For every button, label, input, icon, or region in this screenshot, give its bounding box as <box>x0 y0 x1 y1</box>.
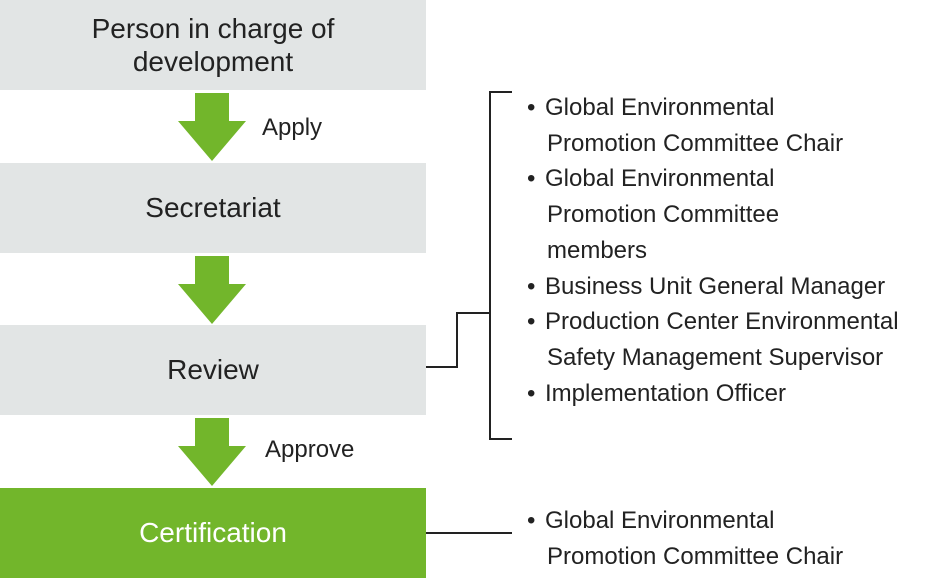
step-secretariat-label: Secretariat <box>145 192 281 224</box>
step-certification: Certification <box>0 488 426 578</box>
list-item: • Business Unit General Manager <box>527 269 899 305</box>
review-bracket-connector <box>426 312 490 368</box>
apply-label: Apply <box>262 114 323 141</box>
approve-label: Approve <box>265 436 355 463</box>
list-item: • Global Environmental Promotion Committ… <box>527 90 899 161</box>
down-arrow-icon <box>178 93 246 161</box>
list-item-line: Implementation Officer <box>545 379 786 407</box>
list-item-line: Business Unit General Manager <box>545 272 886 300</box>
step-review: Review <box>0 325 426 415</box>
list-item-line: Global Environmental <box>545 94 775 121</box>
bullet-marker: • <box>527 507 536 534</box>
step-person-in-charge: Person in charge of development <box>0 0 426 90</box>
list-item: • Global Environmental Promotion Committ… <box>527 161 899 268</box>
list-item-line: Promotion Committee Chair <box>547 542 844 570</box>
list-item-line: Promotion Committee <box>547 201 780 229</box>
review-bracket <box>489 91 512 440</box>
list-item-line: Safety Management Supervisor <box>547 343 884 371</box>
down-arrow-icon <box>178 256 246 324</box>
list-item: • Global Environmental Promotion Committ… <box>527 503 843 574</box>
bullet-marker: • <box>527 165 536 193</box>
bullet-marker: • <box>527 272 536 300</box>
list-item-line: Promotion Committee Chair <box>547 129 844 157</box>
list-item-line: Global Environmental <box>545 507 775 534</box>
review-members-list: • Global Environmental Promotion Committ… <box>527 90 899 411</box>
list-item: • Production Center Environmental Safety… <box>527 304 899 375</box>
step-certification-label: Certification <box>139 517 287 549</box>
step-person-in-charge-line-1: Person in charge of <box>91 12 335 44</box>
down-arrow-icon <box>178 418 246 486</box>
list-item-line: Production Center Environmental <box>545 308 899 336</box>
step-secretariat: Secretariat <box>0 163 426 253</box>
bullet-marker: • <box>527 379 536 407</box>
step-person-in-charge-line-2: development <box>132 46 294 77</box>
bullet-marker: • <box>527 308 536 336</box>
list-item-line: Global Environmental <box>545 165 775 193</box>
list-item-line: members <box>547 236 648 264</box>
list-item: • Implementation Officer <box>527 376 899 412</box>
bullet-marker: • <box>527 94 536 121</box>
certification-members-list: • Global Environmental Promotion Committ… <box>527 503 843 574</box>
step-review-label: Review <box>167 354 259 386</box>
